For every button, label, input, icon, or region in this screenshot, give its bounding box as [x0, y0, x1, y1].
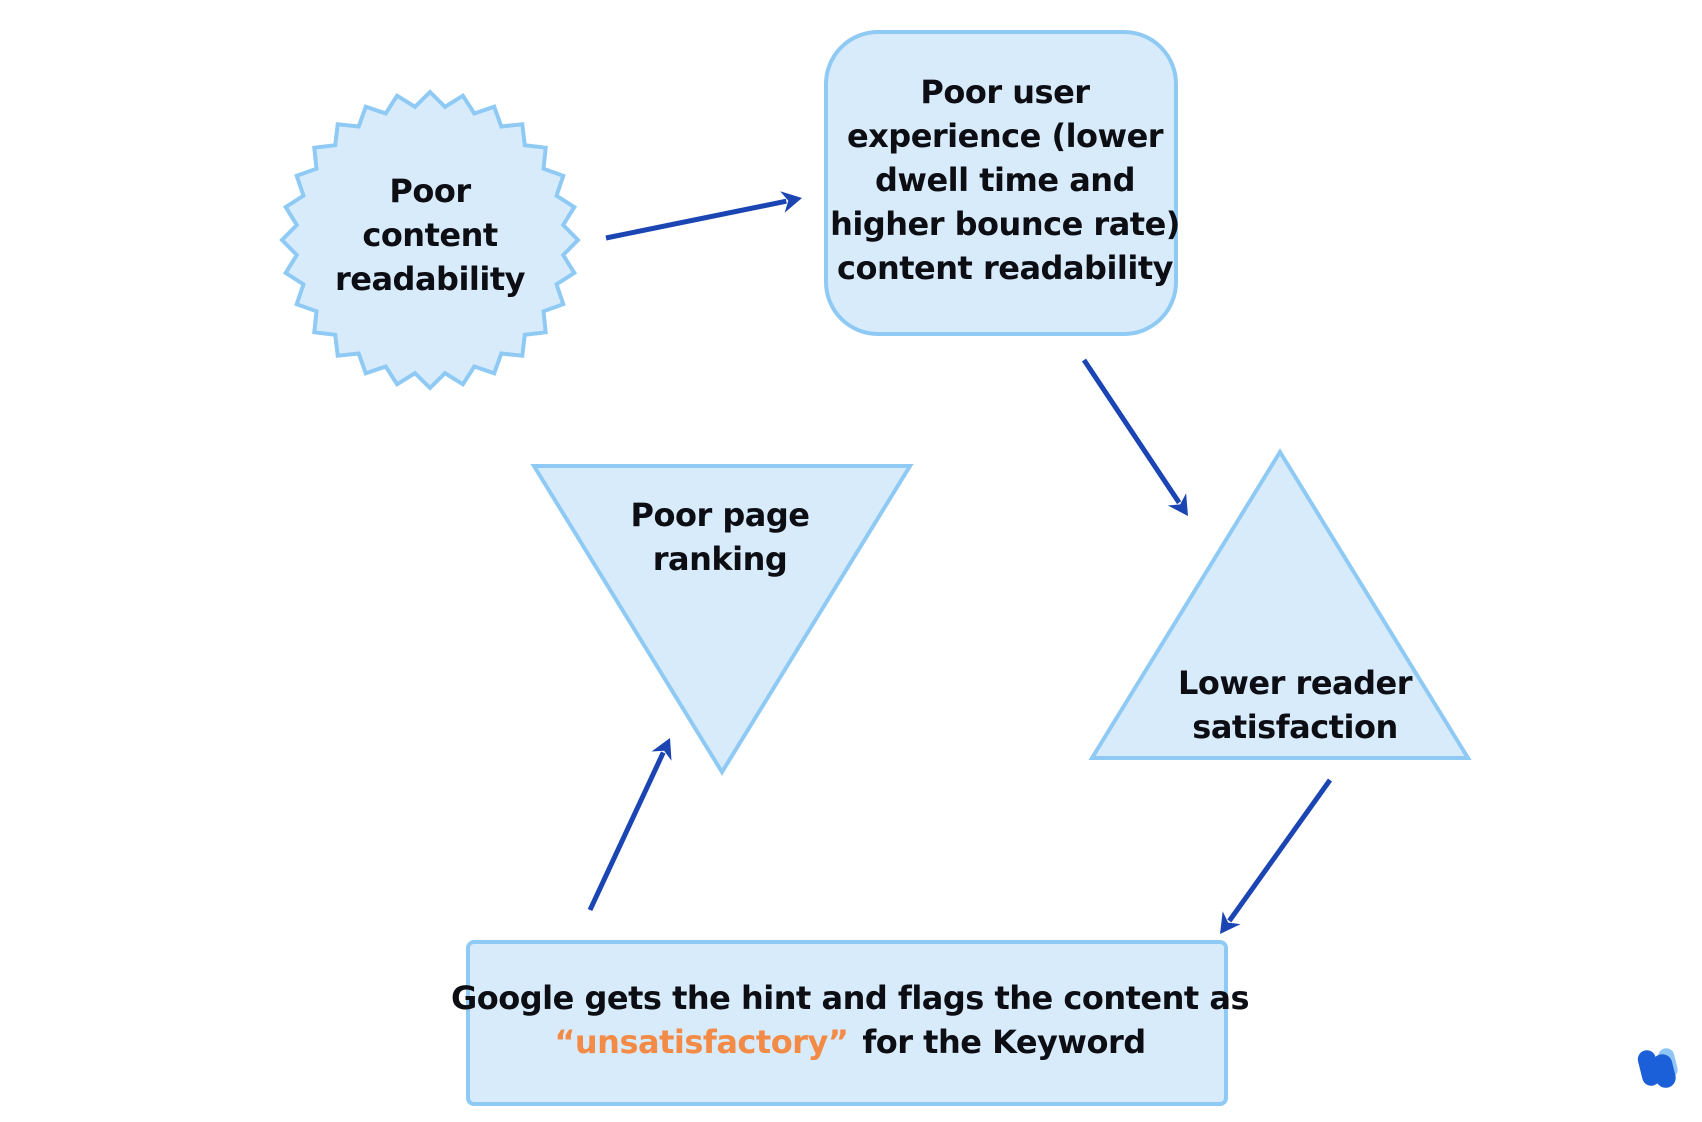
- arrow-triangle-up-to-bottom: [1220, 778, 1333, 934]
- badge-label-line: Poor: [389, 172, 471, 210]
- triangle-up-label: Lower reader satisfaction: [1135, 655, 1455, 755]
- rounded-box-label-line: experience (lower: [846, 117, 1164, 155]
- arrow-line: [587, 751, 666, 912]
- arrow-badge-to-box: [605, 191, 802, 241]
- rounded-box-shape: [824, 30, 1178, 336]
- arrowhead-icon: [1220, 911, 1241, 934]
- bottom-box-label-line1: Google gets the hint and flags the conte…: [451, 979, 1249, 1017]
- starburst-badge-shape: [279, 89, 581, 391]
- rounded-box-label-line: higher bounce rate): [830, 205, 1180, 243]
- arrowhead-icon: [1167, 493, 1188, 516]
- rounded-box-label-line: content readability: [837, 249, 1174, 287]
- bottom-box-shape: [466, 940, 1228, 1106]
- bottom-box-label-line2-rest: for the Keyword: [862, 1023, 1146, 1061]
- badge-label: Poor content readability: [300, 160, 560, 310]
- badge-label-line: content: [362, 216, 498, 254]
- triangle-down-label: Poor page ranking: [560, 487, 880, 587]
- triangle-up-shape: [1088, 448, 1472, 760]
- arrow-line: [1227, 778, 1333, 923]
- rounded-box-label: Poor user experience (lower dwell time a…: [830, 70, 1180, 290]
- badge-label-line: readability: [334, 260, 526, 298]
- arrowhead-icon: [780, 191, 802, 213]
- unsatisfactory-highlight: “unsatisfactory”: [554, 1023, 849, 1061]
- triangle-down-label-line: Poor page: [630, 496, 810, 534]
- rounded-box-label-line: Poor user: [920, 73, 1090, 111]
- brand-logo-icon: [1637, 1048, 1678, 1088]
- triangle-up-label-line: Lower reader: [1177, 664, 1413, 702]
- bottom-box-label: Google gets the hint and flags the conte…: [451, 970, 1249, 1070]
- arrow-bottom-to-triangle-down: [587, 738, 672, 912]
- bottom-box-label-line2: “unsatisfactory” for the Keyword: [554, 1020, 1146, 1064]
- arrowhead-icon: [651, 738, 672, 761]
- triangle-up-label-line: satisfaction: [1192, 708, 1398, 746]
- triangle-down-label-line: ranking: [652, 540, 788, 578]
- triangle-down-shape: [530, 464, 914, 776]
- arrow-line: [605, 198, 787, 241]
- rounded-box-label-line: dwell time and: [875, 161, 1135, 199]
- arrow-box-to-triangle-up: [1081, 358, 1188, 516]
- arrow-line: [1081, 358, 1182, 505]
- arrows-group: [587, 191, 1333, 934]
